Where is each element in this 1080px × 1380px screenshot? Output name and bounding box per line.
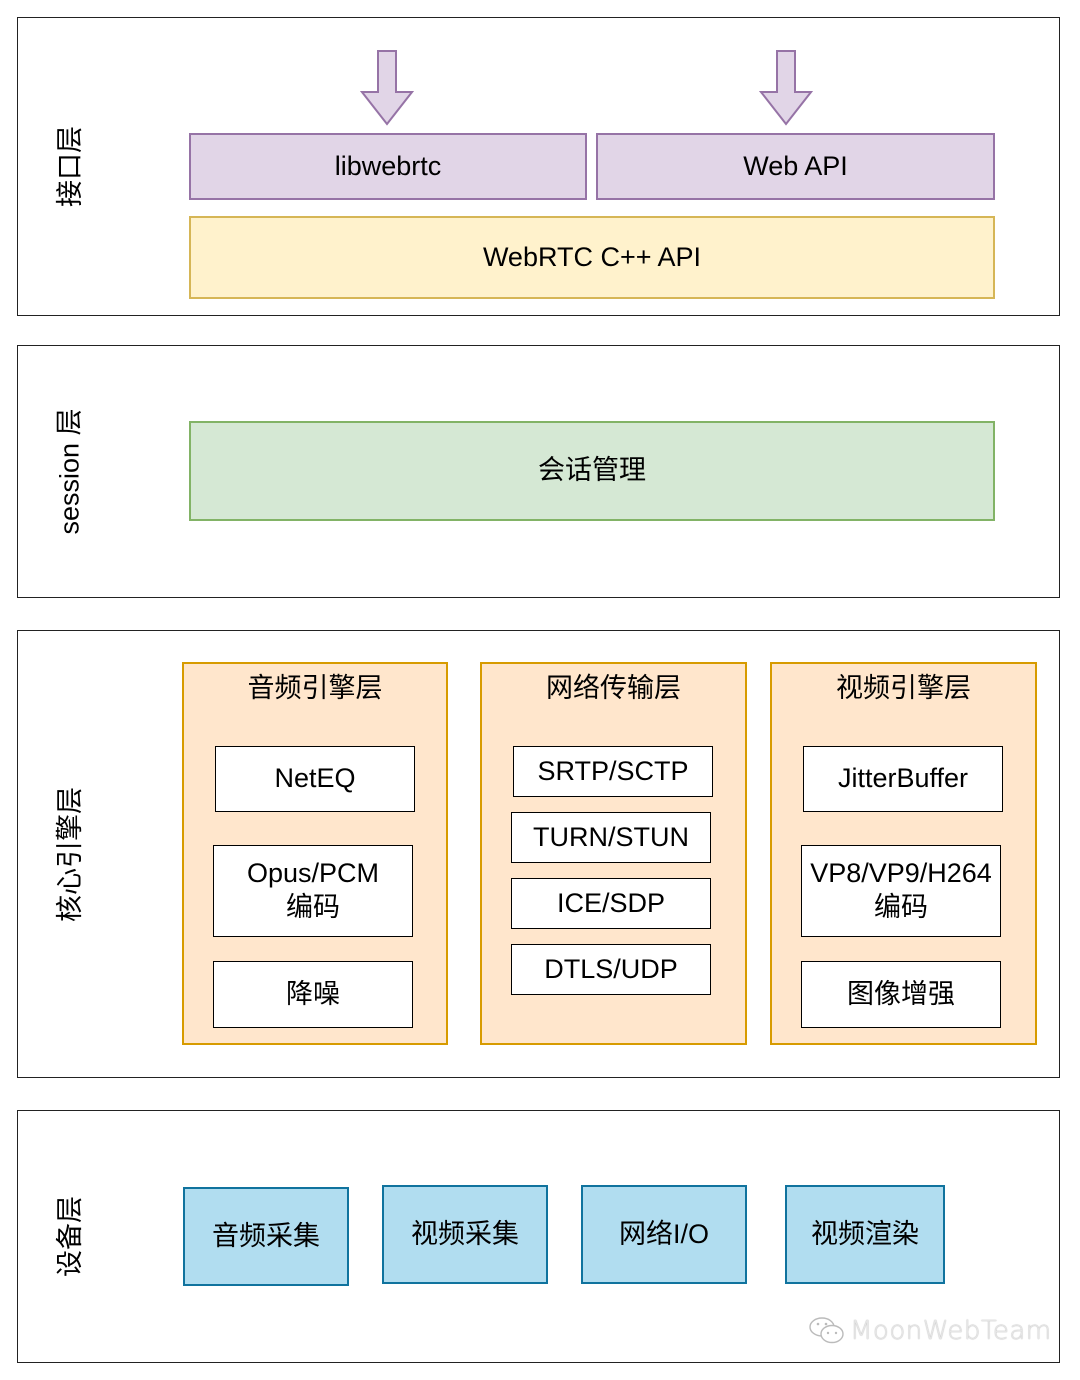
srtp-sctp-box: SRTP/SCTP	[513, 746, 713, 797]
down-arrow-icon	[360, 50, 414, 126]
webrtc-cpp-api-box: WebRTC C++ API	[189, 216, 995, 299]
session-layer-label-text: session 层	[54, 408, 85, 535]
jitterbuffer-label: JitterBuffer	[837, 763, 969, 794]
core-engine-layer-label: 核心引擎层	[47, 630, 87, 1078]
libwebrtc-box: libwebrtc	[189, 133, 587, 200]
wechat-icon	[809, 1317, 844, 1344]
opus-pcm-codec-label: Opus/PCM 编码	[246, 858, 380, 922]
video-render-box: 视频渲染	[785, 1185, 945, 1284]
turn-stun-box: TURN/STUN	[511, 812, 711, 863]
interface-layer-label: 接口层	[47, 17, 87, 316]
libwebrtc-label: libwebrtc	[334, 150, 442, 181]
watermark-text: MoonWebTeam	[850, 1316, 1052, 1346]
vp8-vp9-h264-codec-box: VP8/VP9/H264 编码	[801, 845, 1001, 937]
down-arrow-icon	[759, 50, 813, 126]
video-engine-title: 视频引擎层	[836, 673, 971, 703]
network-io-box: 网络I/O	[581, 1185, 747, 1284]
turn-stun-label: TURN/STUN	[533, 821, 689, 852]
watermark: MoonWebTeam	[808, 1316, 1052, 1346]
neteq-label: NetEQ	[274, 763, 356, 794]
noise-reduction-box: 降噪	[213, 961, 413, 1028]
jitterbuffer-box: JitterBuffer	[803, 746, 1003, 812]
session-management-label: 会话管理	[538, 455, 646, 486]
audio-engine-title: 音频引擎层	[247, 673, 383, 703]
video-capture-box: 视频采集	[382, 1185, 548, 1284]
vp8-vp9-h264-codec-label: VP8/VP9/H264 编码	[810, 858, 992, 922]
video-render-label: 视频渲染	[811, 1218, 919, 1249]
interface-layer-label-text: 接口层	[54, 126, 85, 207]
session-layer-label: session 层	[47, 345, 87, 598]
core-engine-layer-label-text: 核心引擎层	[54, 786, 85, 922]
device-layer-label: 设备层	[47, 1110, 87, 1363]
device-layer-label-text: 设备层	[54, 1196, 85, 1277]
audio-capture-box: 音频采集	[183, 1187, 349, 1286]
network-transport-title: 网络传输层	[546, 673, 681, 703]
dtls-udp-label: DTLS/UDP	[544, 953, 678, 984]
noise-reduction-label: 降噪	[286, 978, 340, 1009]
network-io-label: 网络I/O	[618, 1218, 709, 1249]
ice-sdp-label: ICE/SDP	[556, 887, 666, 918]
audio-capture-label: 音频采集	[212, 1220, 320, 1251]
srtp-sctp-label: SRTP/SCTP	[537, 755, 689, 786]
video-capture-label: 视频采集	[411, 1218, 519, 1249]
ice-sdp-box: ICE/SDP	[511, 878, 711, 929]
session-management-box: 会话管理	[189, 421, 995, 521]
image-enhancement-label: 图像增强	[847, 978, 955, 1009]
web-api-box: Web API	[596, 133, 995, 200]
neteq-box: NetEQ	[215, 746, 415, 812]
web-api-label: Web API	[743, 150, 848, 181]
opus-pcm-codec-box: Opus/PCM 编码	[213, 845, 413, 937]
webrtc-cpp-api-label: WebRTC C++ API	[482, 241, 702, 272]
image-enhancement-box: 图像增强	[801, 961, 1001, 1028]
dtls-udp-box: DTLS/UDP	[511, 944, 711, 995]
